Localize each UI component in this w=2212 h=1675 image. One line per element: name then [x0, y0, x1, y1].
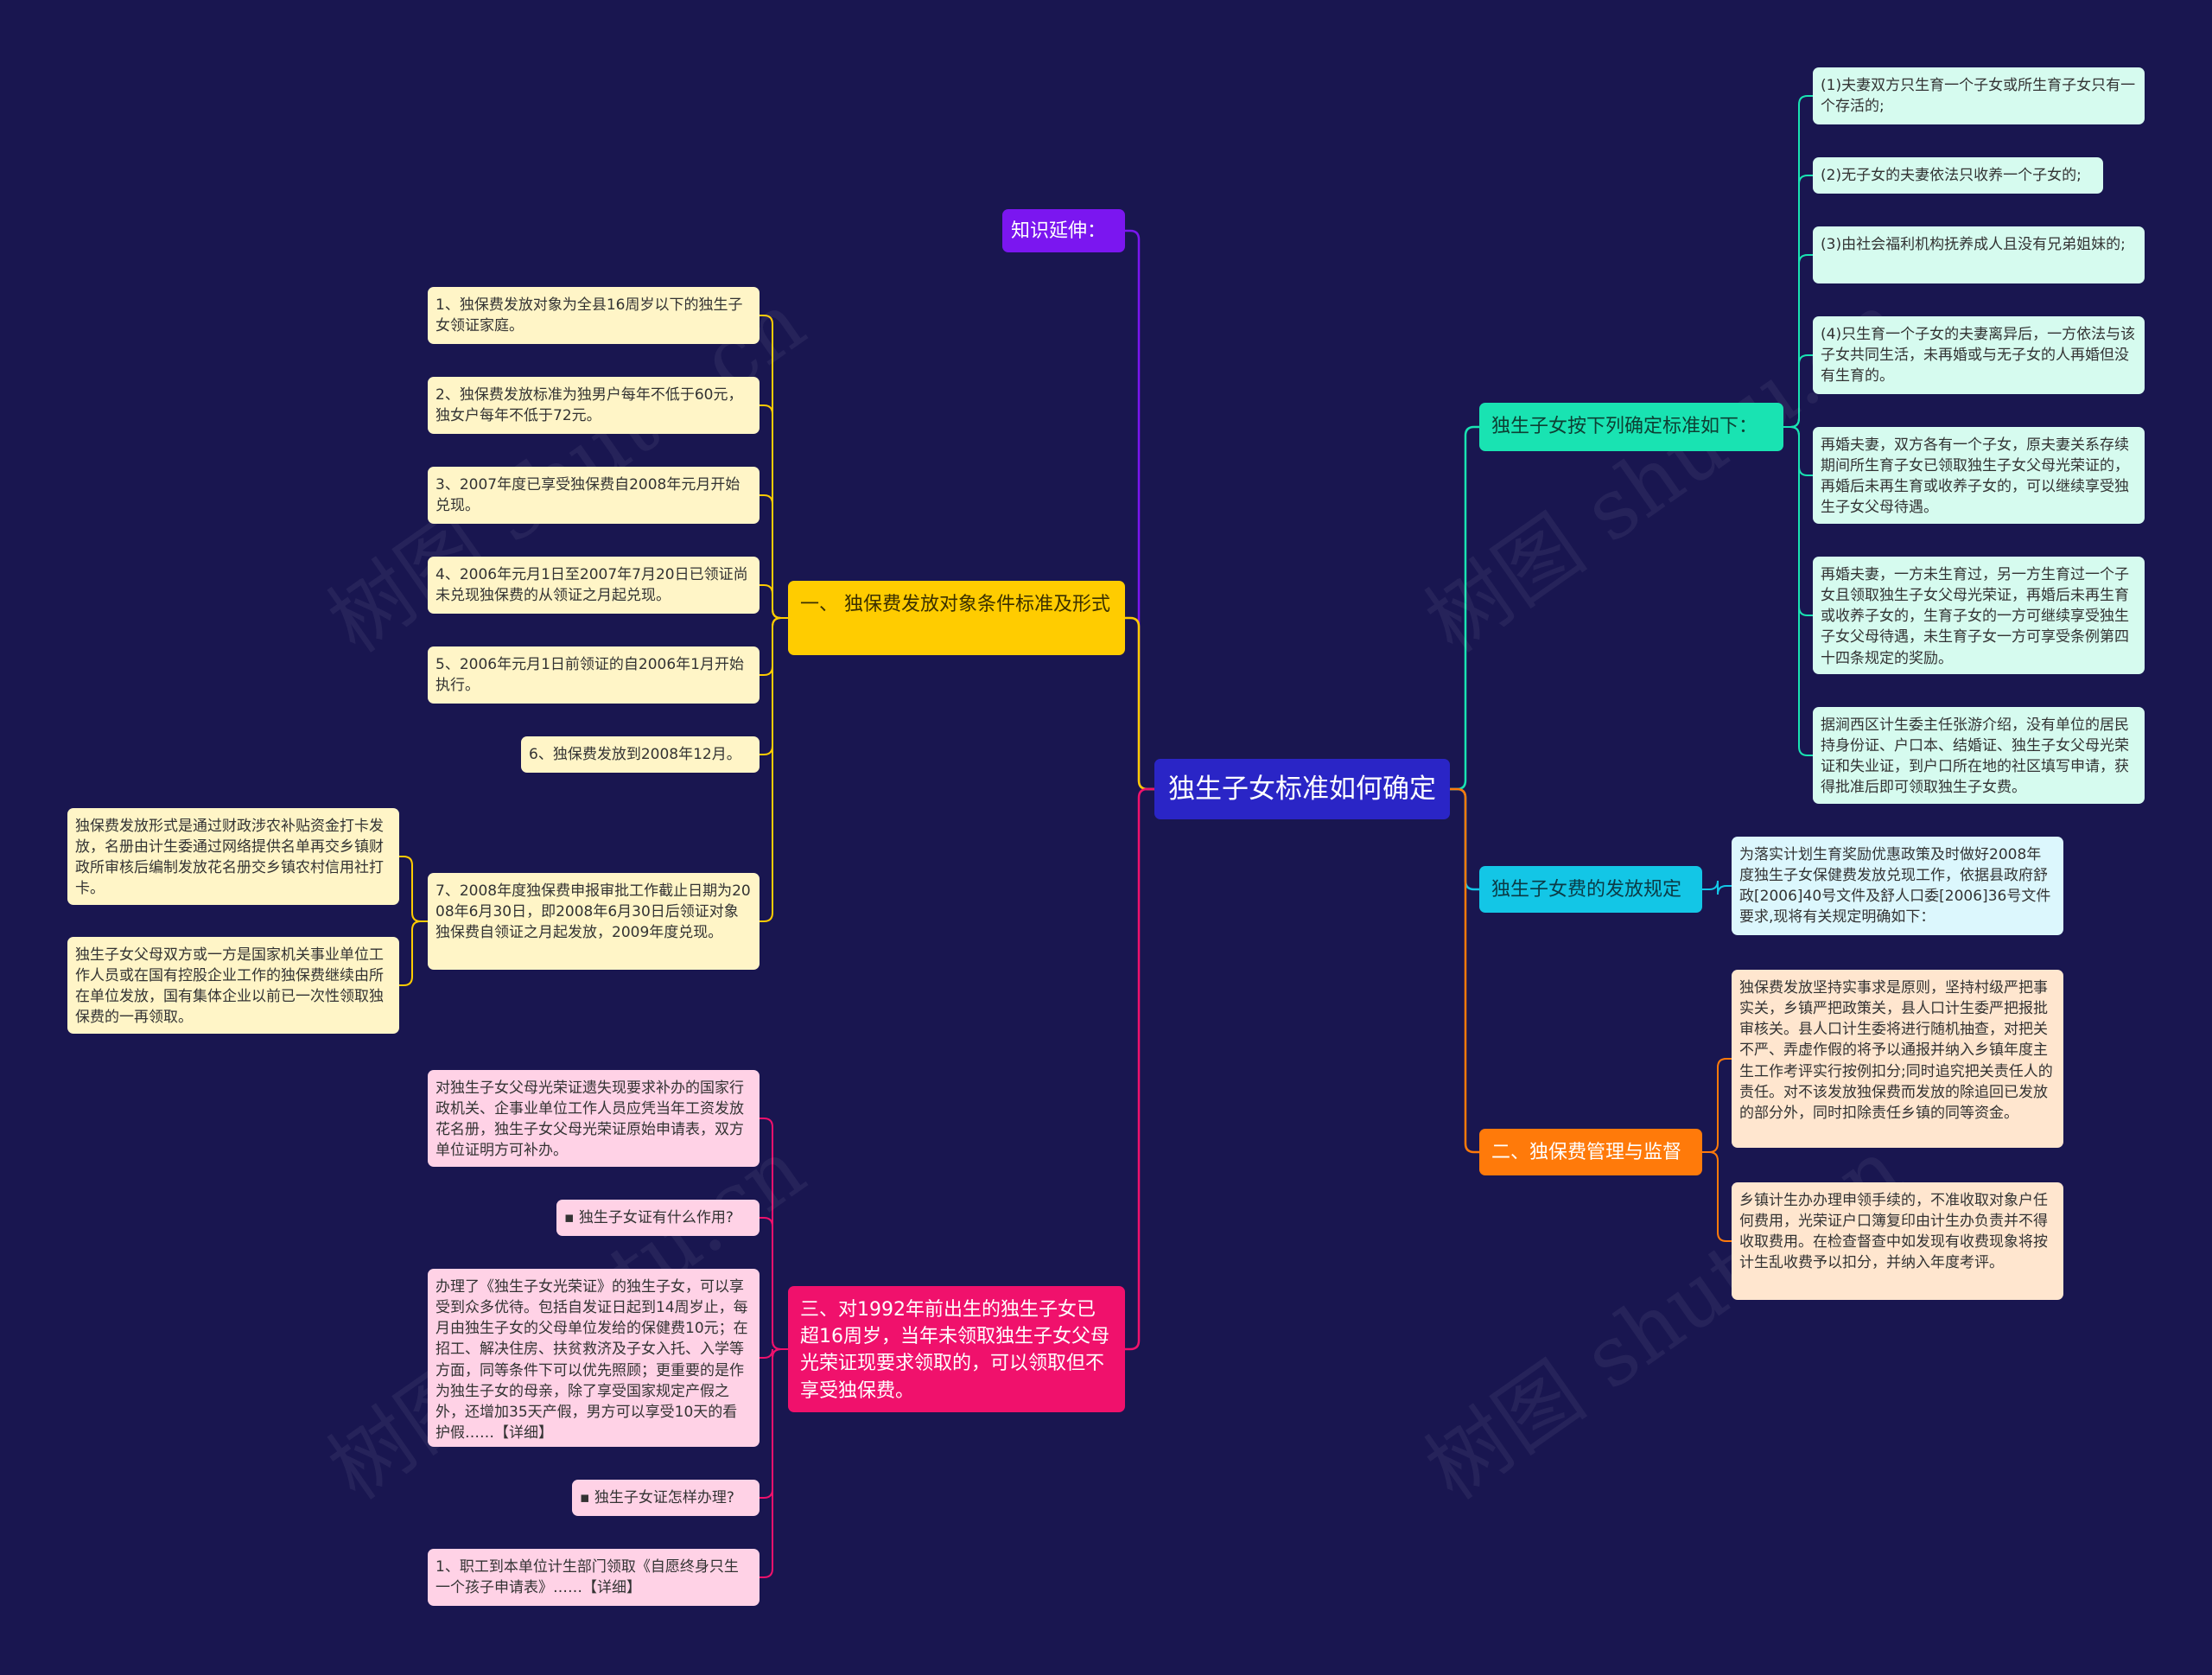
connector-line: [1783, 354, 1813, 428]
connector-line: [1125, 787, 1154, 1351]
connector-line: [1702, 1151, 1732, 1242]
standard-item[interactable]: 据涧西区计生委主任张游介绍，没有单位的居民持身份证、户口本、结婚证、独生子女父母…: [1813, 707, 2145, 804]
section2-item[interactable]: 乡镇计生办办理申领手续的，不准收取对象户任何费用，光荣证户口簿复印由计生办负责并…: [1732, 1182, 2063, 1300]
section3-question-link[interactable]: ▪ 独生子女证有什么作用?: [556, 1200, 760, 1236]
issuance-item[interactable]: 为落实计划生育奖励优惠政策及时做好2008年度独生子女保健费发放兑现工作，依据县…: [1732, 837, 2063, 935]
section3-item[interactable]: 1、职工到本单位计生部门领取《自愿终身只生一个孩子申请表》……【详细】: [428, 1549, 760, 1606]
branch-standard[interactable]: 独生子女按下列确定标准如下：: [1479, 403, 1783, 451]
section1-item[interactable]: 7、2008年度独保费申报审批工作截止日期为2008年6月30日，即2008年6…: [428, 873, 760, 970]
standard-item[interactable]: (2)无子女的夫妻依法只收养一个子女的;: [1813, 157, 2103, 194]
section3-item[interactable]: 对独生子女父母光荣证遗失现要求补办的国家行政机关、企事业单位工作人员应凭当年工资…: [428, 1070, 760, 1167]
section1-item[interactable]: 2、独保费发放标准为独男户每年不低于60元，独女户每年不低于72元。: [428, 377, 760, 434]
branch-section-3[interactable]: 三、对1992年前出生的独生子女已超16周岁，当年未领取独生子女父母光荣证现要求…: [788, 1286, 1125, 1412]
standard-item[interactable]: 再婚夫妻，一方未生育过，另一方生育过一个子女且领取独生子女父母光荣证，再婚后未再…: [1813, 557, 2145, 674]
connector-line: [760, 617, 788, 922]
connector-line: [760, 404, 788, 619]
connector-line: [760, 1217, 788, 1350]
branch-knowledge-extension[interactable]: 知识延伸：: [1002, 209, 1125, 252]
standard-item[interactable]: (3)由社会福利机构抚养成人且没有兄弟姐妹的;: [1813, 226, 2145, 283]
section1-subitem[interactable]: 独保费发放形式是通过财政涉农补贴资金打卡发放，名册由计生委通过网络提供名单再交乡…: [67, 808, 399, 905]
section1-item[interactable]: 4、2006年元月1日至2007年7月20日已领证尚未兑现独保费的从领证之月起兑…: [428, 557, 760, 614]
connector-line: [760, 584, 788, 619]
standard-item[interactable]: 再婚夫妻，双方各有一个子女，原夫妻关系存续期间所生育子女已领取独生子女父母光荣证…: [1813, 427, 2145, 524]
section1-subitem[interactable]: 独生子女父母双方或一方是国家机关事业单位工作人员或在国有控股企业工作的独保费继续…: [67, 937, 399, 1034]
section1-item[interactable]: 3、2007年度已享受独保费自2008年元月开始兑现。: [428, 467, 760, 524]
branch-section-1[interactable]: 一、 独保费发放对象条件标准及形式: [788, 581, 1125, 655]
connector-line: [760, 1348, 788, 1578]
connector-line: [399, 920, 428, 986]
connector-line: [1783, 426, 1813, 756]
connector-line: [760, 1118, 788, 1350]
connector-line: [760, 1348, 788, 1499]
section2-item[interactable]: 独保费发放坚持实事求是原则，坚持村级严把事实关，乡镇严把政策关，县人口计生委严把…: [1732, 970, 2063, 1148]
section3-item[interactable]: 办理了《独生子女光荣证》的独生子女，可以享受到众多优待。包括自发证日起到14周岁…: [428, 1269, 760, 1447]
connector-line: [1450, 787, 1479, 1154]
connector-line: [1702, 1058, 1732, 1153]
connector-line: [1125, 616, 1154, 791]
section1-item[interactable]: 5、2006年元月1日前领证的自2006年1月开始执行。: [428, 646, 760, 704]
connector-line: [760, 617, 788, 676]
connector-line: [1702, 880, 1732, 895]
section1-item[interactable]: 6、独保费发放到2008年12月。: [521, 736, 760, 773]
root-topic[interactable]: 独生子女标准如何确定: [1154, 759, 1450, 819]
connector-line: [760, 315, 788, 619]
branch-issuance[interactable]: 独生子女费的发放规定: [1479, 866, 1702, 913]
branch-section-2[interactable]: 二、独保费管理与监督: [1479, 1129, 1702, 1175]
connector-line: [399, 856, 428, 922]
section1-item[interactable]: 1、独保费发放对象为全县16周岁以下的独生子女领证家庭。: [428, 287, 760, 344]
connector-line: [1450, 425, 1479, 791]
standard-item[interactable]: (1)夫妻双方只生育一个子女或所生育子女只有一个存活的;: [1813, 67, 2145, 124]
standard-item[interactable]: (4)只生育一个子女的夫妻离异后，一方依法与该子女共同生活，未再婚或与无子女的人…: [1813, 316, 2145, 394]
connector-line: [760, 617, 788, 755]
connector-line: [760, 494, 788, 619]
section3-question-link[interactable]: ▪ 独生子女证怎样办理?: [572, 1480, 760, 1516]
